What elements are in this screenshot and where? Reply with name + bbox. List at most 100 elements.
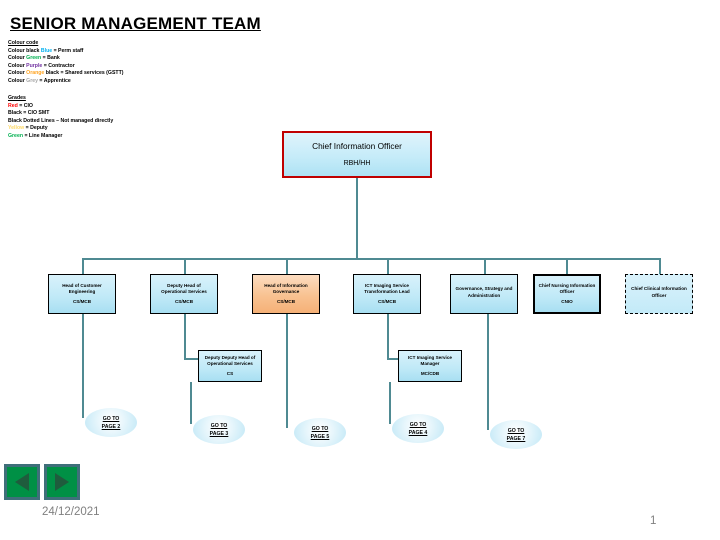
- node-title: ICT Imaging Service Manager: [408, 355, 452, 367]
- legend-text: = Apprentice: [37, 77, 71, 84]
- node-title: Chief Clinical Information Officer: [631, 286, 687, 298]
- goto-line1: GO TO: [507, 427, 525, 434]
- connector-drop-1: [82, 258, 84, 274]
- node-initials: CS/MCB: [276, 298, 296, 304]
- legend-grades-row: Green = Line Manager: [8, 133, 113, 141]
- connector-tier1-bus: [82, 258, 660, 260]
- legend-colour-code: Colour code Colour black Blue = Perm sta…: [8, 40, 123, 86]
- footer-page-number: 1: [650, 515, 657, 527]
- connector-b3-to-goto3: [286, 314, 288, 428]
- connector-drop-6: [566, 258, 568, 274]
- node-title: Deputy Deputy Head of Operational Servic…: [204, 355, 256, 367]
- connector-b6-to-goto5: [487, 314, 489, 430]
- previous-slide-button-face: [7, 467, 37, 497]
- org-node-ict-imaging-service-transformation-lead[interactable]: ICT Imaging Service Transformation Lead …: [353, 274, 421, 314]
- footer-date: 24/12/2021: [42, 506, 100, 518]
- connector-drop-4: [387, 258, 389, 274]
- org-node-chief-nursing-information-officer[interactable]: Chief Nursing Information Officer CNIO: [533, 274, 601, 314]
- org-node-deputy-head-of-operational-services[interactable]: Deputy Head of Operational Services CS/M…: [150, 274, 218, 314]
- legend-colour-row: Colour Orange black = Shared services (G…: [8, 70, 123, 78]
- legend-colour-heading: Colour code: [8, 40, 39, 46]
- legend-colour-row: Colour black Blue = Perm staff: [8, 48, 123, 56]
- goto-line1: GO TO: [409, 421, 427, 428]
- org-node-governance-strategy-and-administration[interactable]: Governance, Strategy and Administration: [450, 274, 518, 314]
- goto-link-page-5[interactable]: GO TO PAGE 5: [294, 418, 346, 447]
- goto-line2: PAGE 3: [209, 430, 229, 437]
- connector-drop-2: [184, 258, 186, 274]
- legend-colour-row: Colour Grey = Apprentice: [8, 78, 123, 86]
- legend-swatch: Green: [26, 55, 42, 62]
- goto-link-page-3[interactable]: GO TO PAGE 3: [193, 415, 245, 444]
- goto-line2: PAGE 2: [101, 423, 121, 430]
- legend-text: = CIO SMT: [21, 110, 50, 117]
- legend-grades-row: Yellow = Deputy: [8, 125, 113, 133]
- goto-link-page-4[interactable]: GO TO PAGE 4: [392, 414, 444, 443]
- node-initials: CS/MCB: [72, 298, 92, 304]
- node-initials: CS/MCB: [377, 298, 397, 304]
- legend-text: black = Shared services (GSTT): [44, 70, 124, 77]
- legend-grades-heading: Grades: [8, 95, 26, 101]
- goto-line2: PAGE 7: [506, 435, 526, 442]
- legend-swatch: Black: [8, 110, 22, 117]
- connector-b4-to-b9: [387, 314, 389, 358]
- node-title: Head of Customer Engineering: [62, 283, 102, 295]
- org-node-ict-imaging-service-manager[interactable]: ICT Imaging Service Manager MC/CDB: [398, 350, 462, 382]
- legend-grades-row: Black = CIO SMT: [8, 110, 113, 118]
- node-initials: CS: [226, 370, 234, 376]
- node-initials: CS/MCB: [174, 298, 194, 304]
- legend-text: Colour: [8, 77, 27, 84]
- node-title: Chief Information Officer: [312, 140, 402, 151]
- connector-drop-5: [484, 258, 486, 274]
- org-node-deputy-head-of-operational-services-sub[interactable]: Deputy Deputy Head of Operational Servic…: [198, 350, 262, 382]
- legend-swatch: Purple: [26, 62, 43, 69]
- page-title: SENIOR MANAGEMENT TEAM: [10, 14, 261, 33]
- org-node-head-of-information-governance[interactable]: Head of Information Governance CS/MCB: [252, 274, 320, 314]
- org-node-chief-information-officer[interactable]: Chief Information Officer RBH/HH: [282, 131, 432, 178]
- goto-line2: PAGE 5: [310, 433, 330, 440]
- legend-text: = CIO: [17, 102, 33, 109]
- legend-colour-row: Colour Green = Bank: [8, 55, 123, 63]
- legend-text: Colour: [8, 62, 27, 69]
- node-initials: MC/CDB: [420, 370, 440, 376]
- node-initials: RBH/HH: [343, 159, 371, 167]
- legend-swatch: Grey: [26, 77, 38, 84]
- node-title: Deputy Head of Operational Services: [161, 283, 207, 295]
- legend-swatch: Yellow: [8, 125, 25, 132]
- node-initials: CNIO: [561, 298, 573, 304]
- next-slide-button[interactable]: [44, 464, 80, 500]
- legend-text: = Perm staff: [52, 47, 84, 54]
- triangle-right-icon: [55, 473, 69, 491]
- connector-drop-7: [659, 258, 661, 274]
- legend-text: = Line Manager: [23, 132, 63, 139]
- legend-grades-row: Black Dotted Lines – Not managed directl…: [8, 118, 113, 126]
- legend-grades: Grades Red = CIO Black = CIO SMT Black D…: [8, 95, 113, 141]
- legend-colour-row: Colour Purple = Contractor: [8, 63, 123, 71]
- legend-swatch: Orange: [26, 70, 45, 77]
- connector-root-stem: [356, 178, 358, 258]
- connector-b2-to-b8: [184, 314, 186, 358]
- legend-text: = Contractor: [42, 62, 75, 69]
- legend-swatch: Black: [8, 117, 22, 124]
- legend-text: Colour: [8, 70, 27, 77]
- goto-line1: GO TO: [210, 422, 228, 429]
- legend-text: = Bank: [41, 55, 60, 62]
- legend-swatch: Red: [8, 102, 18, 109]
- node-title: Chief Nursing Information Officer: [538, 283, 596, 295]
- goto-link-page-2[interactable]: GO TO PAGE 2: [85, 408, 137, 437]
- goto-link-page-7[interactable]: GO TO PAGE 7: [490, 420, 542, 449]
- connector-b9-to-goto4: [389, 382, 391, 424]
- previous-slide-button[interactable]: [4, 464, 40, 500]
- org-node-head-of-customer-engineering[interactable]: Head of Customer Engineering CS/MCB: [48, 274, 116, 314]
- connector-drop-3: [286, 258, 288, 274]
- org-node-chief-clinical-information-officer[interactable]: Chief Clinical Information Officer: [625, 274, 693, 314]
- connector-b9-in: [387, 358, 400, 360]
- next-slide-button-face: [47, 467, 77, 497]
- connector-b8-to-goto2: [190, 382, 192, 424]
- node-title: ICT Imaging Service Transformation Lead: [364, 283, 410, 295]
- node-title: Head of Information Governance: [264, 283, 308, 295]
- legend-text: Colour black: [8, 47, 41, 54]
- legend-text: Colour: [8, 55, 27, 62]
- connector-b1-to-goto1: [82, 314, 84, 418]
- legend-swatch: Blue: [40, 47, 53, 54]
